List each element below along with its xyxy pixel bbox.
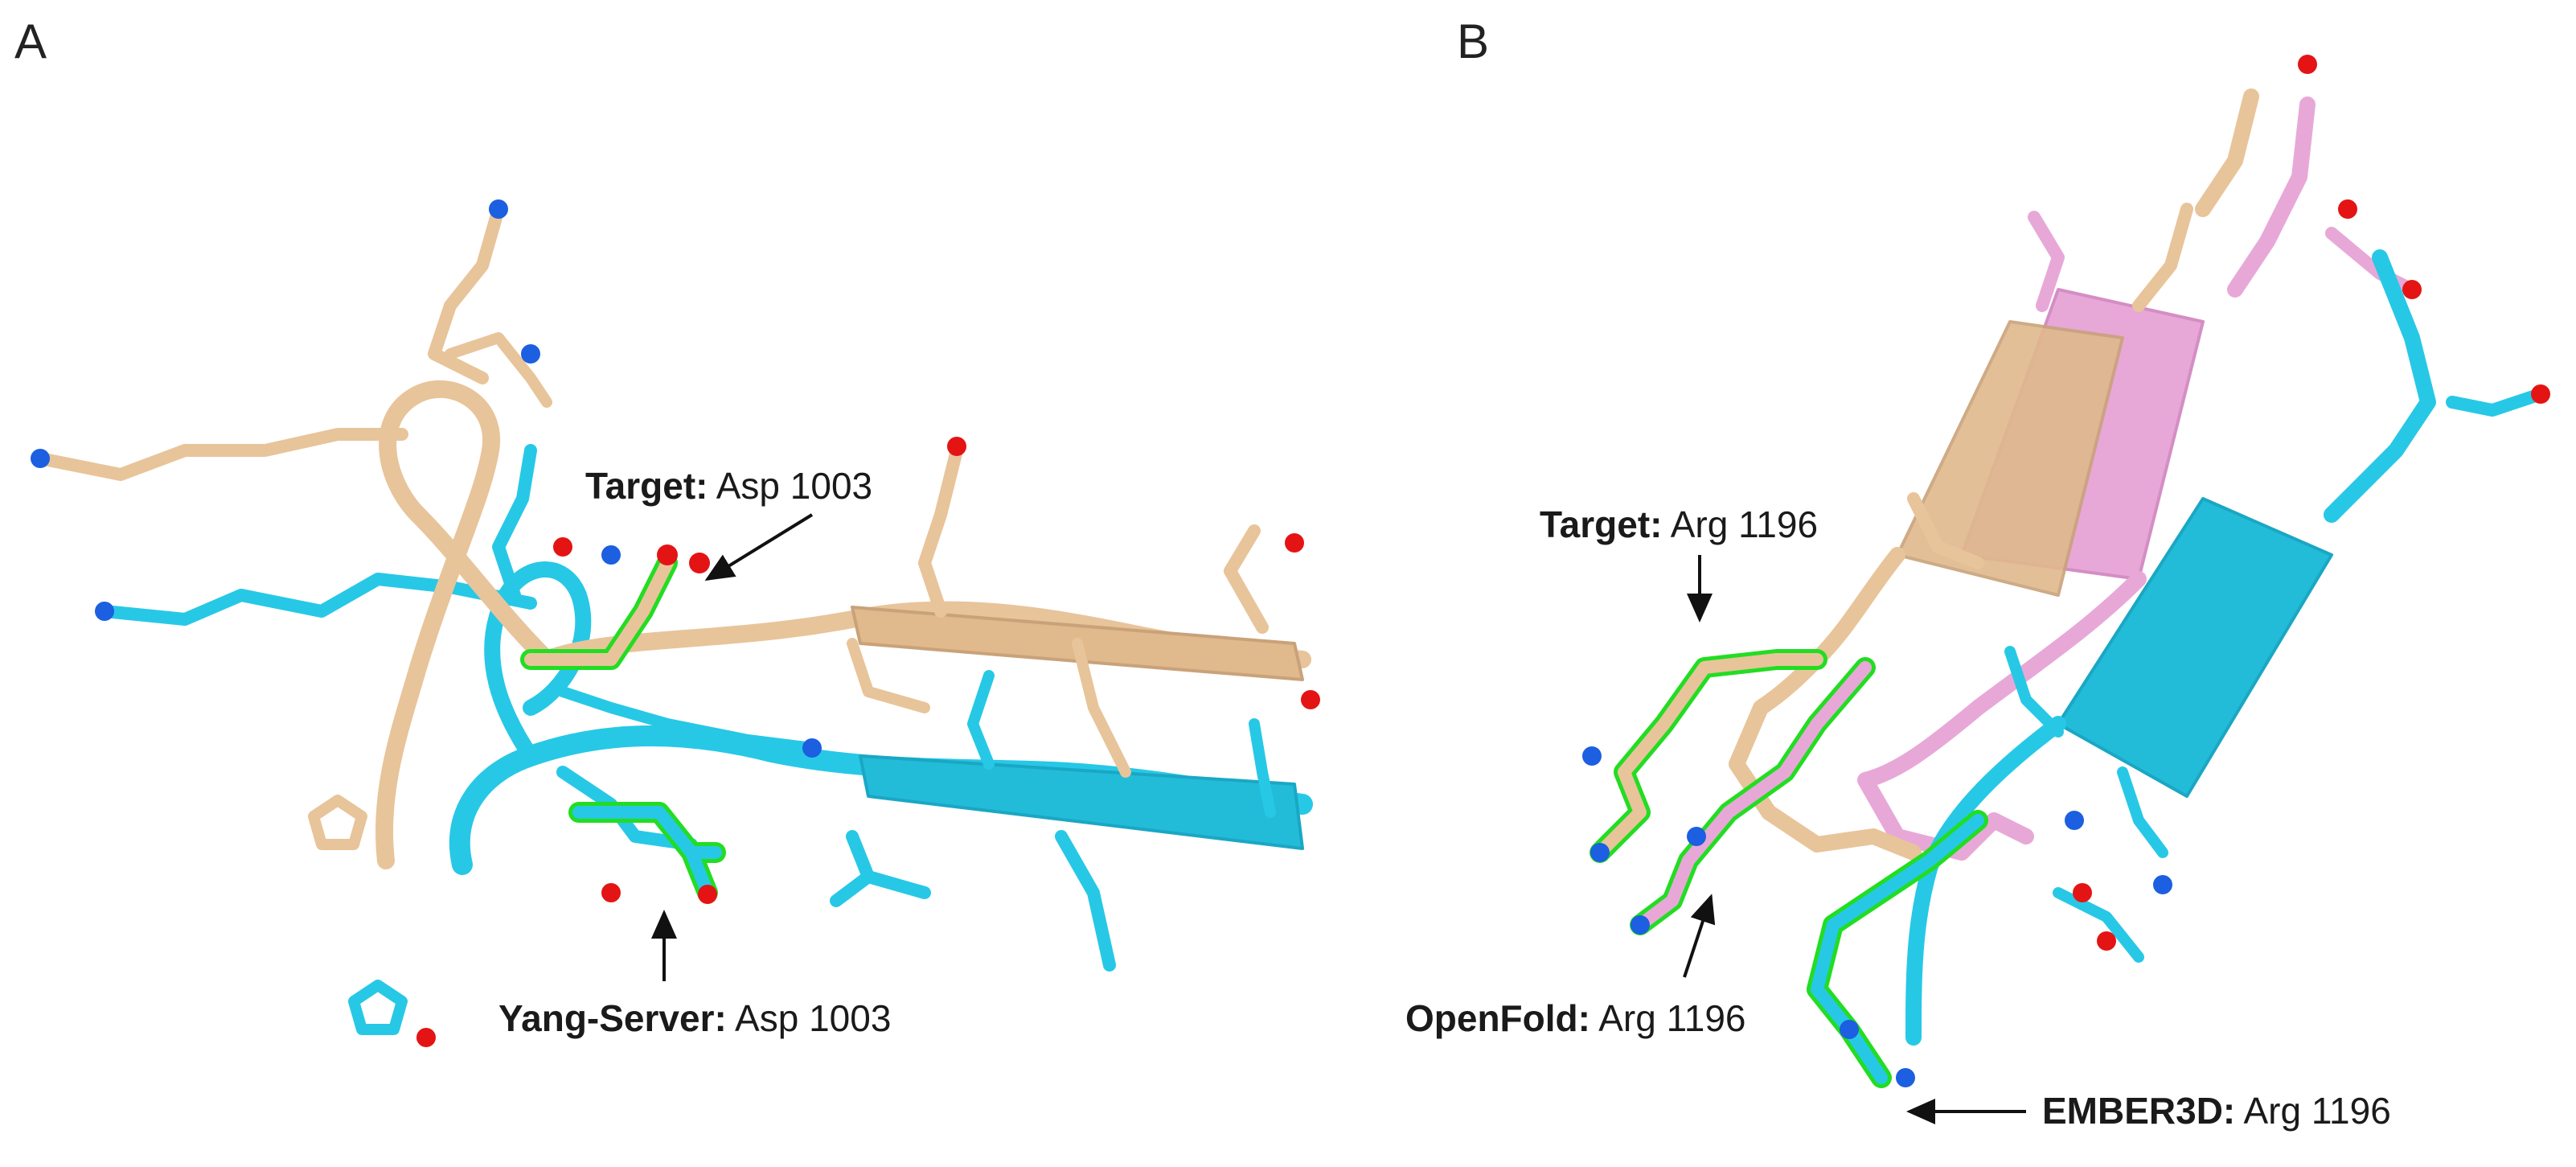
- nitrogen-a4: [521, 344, 540, 364]
- model-sidechain-a7: [1249, 718, 1276, 818]
- label-target-a: Target: Asp 1003: [585, 465, 872, 507]
- nitrogen-a5: [601, 545, 621, 565]
- cyan-sidechain-b3: [2117, 766, 2168, 858]
- ember3d-arg-highlight: [1807, 810, 1988, 1088]
- nitrogen-b3: [1631, 915, 1650, 935]
- openfold-arg-sidechain: [1634, 661, 1872, 931]
- target-sidechain-a3: [445, 332, 552, 408]
- nitrogen-b1: [1582, 746, 1602, 766]
- label-yang-a: Yang-Server: Asp 1003: [498, 997, 891, 1039]
- nitrogen-a1: [31, 449, 50, 468]
- target-arg-sidechain: [1594, 653, 1823, 859]
- panel-b: B: [1405, 14, 2550, 1132]
- nitrogen-b4: [1687, 827, 1706, 846]
- label-openfold-b: OpenFold: Arg 1196: [1405, 997, 1746, 1039]
- tan-sidechain-b2: [1907, 492, 1984, 569]
- oxygen-b4: [2531, 384, 2550, 404]
- panel-b-structure: [1582, 55, 2550, 1088]
- tan-ribbon-b: [1896, 320, 2124, 597]
- cyan-sidechain-b2: [2004, 646, 2064, 738]
- panel-a-structure: [31, 199, 1320, 1047]
- nitrogen-b6: [1896, 1068, 1915, 1087]
- panel-a-letter: A: [14, 14, 47, 68]
- target-backbone-a: [375, 380, 1311, 869]
- target-sidechain-a6: [1072, 638, 1131, 778]
- cyan-sidechain-b4: [2053, 887, 2144, 963]
- yang-asp-sidechain: [572, 806, 722, 899]
- model-sidechain-a8: [557, 686, 818, 754]
- yang-asp-oxygen-1: [698, 885, 717, 904]
- panel-a: A: [14, 14, 1320, 1047]
- pink-sidechain-b1: [2028, 211, 2065, 312]
- yang-asp-oxygen-2: [601, 883, 621, 902]
- target-asp-sidechain: [524, 557, 674, 666]
- model-sidechain-a5: [1055, 830, 1116, 972]
- oxygen-a1: [947, 437, 966, 456]
- oxygen-b1: [2298, 55, 2317, 74]
- oxygen-a4: [553, 537, 572, 557]
- model-sidechain-a2: [492, 444, 537, 602]
- target-sidechain-a2: [428, 203, 505, 384]
- cyan-sidechain-b1: [2446, 388, 2547, 417]
- his-ring-a1: [348, 980, 408, 1035]
- arrow-openfold-b: [1683, 894, 1716, 978]
- target-asp-oxygen-1: [657, 544, 678, 565]
- tan-sidechain-b1: [2132, 203, 2193, 312]
- model-sidechain-a6: [967, 670, 995, 770]
- nitrogen-b5: [1840, 1020, 1859, 1039]
- nitrogen-a6: [802, 738, 822, 758]
- oxygen-a3: [1301, 690, 1320, 709]
- arrow-target-a: [704, 513, 814, 581]
- nitrogen-a2: [95, 602, 114, 621]
- oxygen-a5: [416, 1028, 436, 1047]
- nitrogen-a3: [489, 199, 508, 219]
- oxygen-a2: [1285, 533, 1304, 553]
- target-sidechain-a5: [1224, 524, 1269, 634]
- his-ring-a2: [308, 795, 367, 850]
- oxygen-b6: [2097, 931, 2116, 951]
- model-ribbon-a: [859, 754, 1304, 850]
- pink-backbone-b: [1857, 97, 2316, 861]
- pink-sidechain-b2: [2325, 227, 2418, 296]
- nitrogen-b8: [2065, 811, 2084, 830]
- nitrogen-b2: [1590, 843, 1610, 862]
- panel-b-letter: B: [1457, 14, 1489, 68]
- target-sidechain-a7: [847, 638, 930, 713]
- oxygen-b2: [2338, 199, 2357, 219]
- oxygen-b5: [2073, 883, 2092, 902]
- model-sidechain-a4: [830, 830, 931, 907]
- target-sidechain-a1: [34, 428, 408, 481]
- target-asp-oxygen-2: [689, 553, 710, 573]
- model-sidechain-a1: [98, 573, 537, 626]
- nitrogen-b7: [2153, 875, 2172, 894]
- ember3d-arg-sidechain: [1811, 814, 1984, 1084]
- cyan-ribbon-b: [2057, 497, 2333, 798]
- target-sidechain-a4: [918, 444, 963, 618]
- label-ember3d-b: EMBER3D: Arg 1196: [2042, 1090, 2391, 1132]
- label-target-b: Target: Arg 1196: [1540, 503, 1818, 545]
- oxygen-b3: [2402, 280, 2422, 299]
